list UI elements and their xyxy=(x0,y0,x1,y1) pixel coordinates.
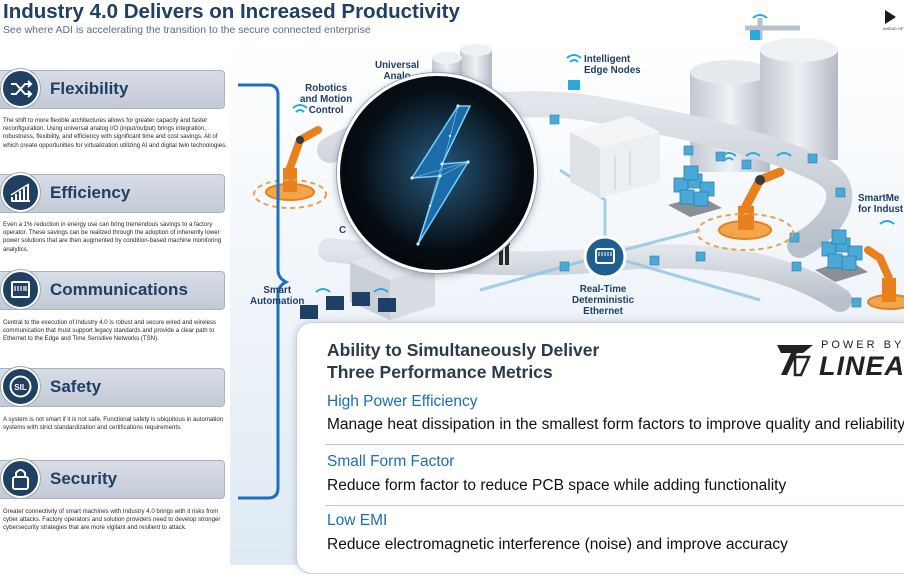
wifi-icon xyxy=(292,14,895,293)
label-universal-analog: Universal Analo xyxy=(375,60,420,82)
adi-triangle-icon xyxy=(885,10,896,24)
metrics-heading: Ability to Simultaneously Deliver Three … xyxy=(327,339,599,383)
monitor-panels xyxy=(300,292,396,319)
control-cabinet xyxy=(570,116,660,198)
metric-description: Reduce form factor to reduce PCB space w… xyxy=(327,477,787,494)
metric-description: Manage heat dissipation in the smallest … xyxy=(327,416,904,433)
category-security: Security xyxy=(0,459,225,499)
metric-divider xyxy=(325,444,904,445)
label-real-time-deterministic-ethernet: Real-Time Deterministic Ethernet xyxy=(572,284,635,317)
adi-tagline: AHEAD OF WHAT'S POSSIBLE xyxy=(883,26,904,31)
category-safety: SIL Safety xyxy=(0,367,225,407)
performance-metrics-card: Ability to Simultaneously Deliver Three … xyxy=(296,322,904,574)
conveyor-cubes xyxy=(549,114,862,308)
category-label: Communications xyxy=(50,280,188,299)
label-robotics-motion-control: Robotics and Motion Control xyxy=(300,83,353,116)
growth-chart-icon xyxy=(1,173,40,212)
label-smart-metering: SmartMe for Indust xyxy=(858,193,904,215)
category-efficiency: Efficiency xyxy=(0,173,225,213)
logo-linear: LINEAR xyxy=(819,351,904,381)
logo-power-by: POWER BY xyxy=(821,339,904,351)
metric-title: Small Form Factor xyxy=(327,453,455,470)
category-description: The shift to more flexible architectures… xyxy=(3,117,227,149)
category-label: Efficiency xyxy=(50,183,131,202)
ethernet-hub-icon xyxy=(583,235,627,279)
category-label: Flexibility xyxy=(50,79,129,98)
pallet-cubes xyxy=(668,165,868,282)
category-description: Central to the execution of Industry 4.0… xyxy=(3,319,217,343)
shuffle-icon xyxy=(1,69,40,108)
lightning-bolt-icon xyxy=(360,91,520,251)
label-intelligent-edge-nodes: Intelligent Edge Nodes xyxy=(584,54,641,76)
category-communications: Communications xyxy=(0,270,225,310)
node-boxes xyxy=(568,30,760,90)
label-smart-automation: Smart Automation xyxy=(250,285,305,307)
page-title: Industry 4.0 Delivers on Increased Produ… xyxy=(3,0,460,23)
page-subtitle: See where ADI is accelerating the transi… xyxy=(3,24,371,36)
metric-description: Reduce electromagnetic interference (noi… xyxy=(327,536,788,553)
power-by-linear-logo: POWER BY LINEAR xyxy=(773,337,904,387)
lt-logo-icon xyxy=(777,345,813,377)
robot-arm xyxy=(718,167,785,240)
padlock-icon xyxy=(1,459,40,498)
category-description: A system is not smart if it is not safe.… xyxy=(3,416,224,432)
ethernet-port-icon xyxy=(1,270,40,309)
label-fragment: C xyxy=(339,225,347,236)
robot-arm xyxy=(864,246,904,310)
metric-divider xyxy=(325,505,904,506)
lightning-badge xyxy=(337,73,537,273)
category-description: Greater connectivity of smart machines w… xyxy=(3,508,221,532)
category-label: Safety xyxy=(50,377,102,396)
category-bracket xyxy=(238,83,290,500)
metrics-heading-line1: Ability to Simultaneously Deliver xyxy=(327,340,600,360)
metrics-heading-line2: Three Performance Metrics xyxy=(327,362,553,382)
category-label: Security xyxy=(50,469,118,488)
adi-logo: AHEAD OF WHAT'S POSSIBLE xyxy=(883,10,904,36)
sil-badge-text: SIL xyxy=(14,383,27,392)
metric-title: Low EMI xyxy=(327,512,388,529)
metric-title: High Power Efficiency xyxy=(327,393,478,410)
category-description: Even a 1% reduction in energy use can br… xyxy=(3,221,222,253)
sil-badge-icon: SIL xyxy=(1,367,40,406)
motion-rings xyxy=(253,179,794,251)
category-flexibility: Flexibility xyxy=(0,69,225,109)
